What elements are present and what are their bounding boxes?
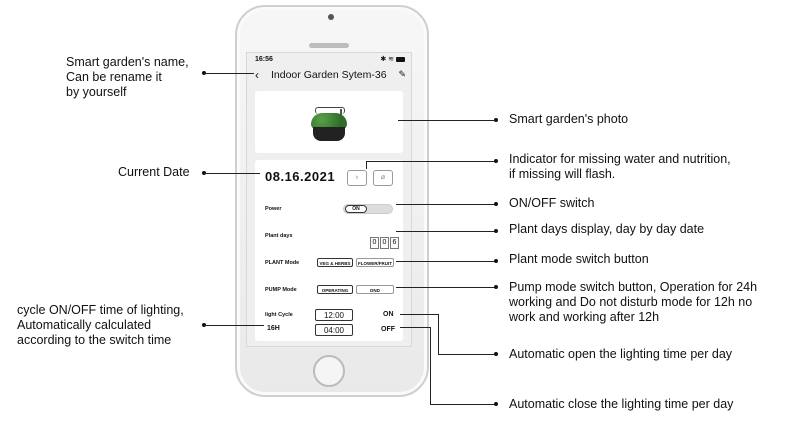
power-toggle[interactable]: ON [343, 204, 393, 214]
home-button[interactable] [313, 355, 345, 387]
battery-icon [396, 56, 405, 62]
callout-garden-name: Smart garden's name, Can be rename it by… [66, 55, 189, 99]
current-date: 08.16.2021 [265, 169, 336, 184]
light-on-time[interactable]: 12:00 [315, 309, 353, 321]
plant-day-digit: 0 [370, 237, 379, 249]
edit-pencil-icon[interactable]: ✎ [398, 69, 406, 79]
wifi-icon: ≋ [388, 56, 395, 63]
power-label: Power [265, 206, 282, 212]
garden-photo [309, 107, 349, 143]
nutrition-icon: ⌀ [373, 170, 393, 186]
pump-mode-operating-button[interactable]: OPERATING [317, 285, 353, 294]
pump-mode-label: PUMP Mode [265, 287, 297, 293]
callout-open-time: Automatic open the lighting time per day [509, 347, 733, 361]
title-bar: ‹ Indoor Garden Sytem-36 ✎ [247, 67, 411, 83]
light-off-time[interactable]: 04:00 [315, 324, 353, 336]
callout-onoff: ON/OFF switch [509, 196, 595, 210]
callout-garden-photo: Smart garden's photo [509, 112, 629, 126]
status-icons: ✱ ≋ [380, 55, 405, 63]
off-label: OFF [381, 326, 395, 333]
water-drop-icon: ♁ [347, 170, 367, 186]
plant-mode-veg-button[interactable]: VEG & HERBS [317, 258, 353, 267]
power-state: ON [345, 205, 367, 213]
speaker-slot [309, 43, 349, 48]
callout-plant-days: Plant days display, day by day date [509, 222, 705, 236]
garden-name-title[interactable]: Indoor Garden Sytem-36 [271, 69, 387, 81]
plant-day-digit: 6 [390, 237, 399, 249]
plant-mode-label: PLANT Mode [265, 260, 300, 266]
plant-days-label: Plant days [265, 233, 293, 239]
callout-plant-mode: Plant mode switch button [509, 252, 649, 266]
garden-photo-card [255, 91, 403, 153]
on-label: ON [383, 311, 394, 318]
callout-indicator: Indicator for missing water and nutritio… [509, 152, 731, 181]
plant-mode-flower-button[interactable]: FLOWER/FRUIT [356, 258, 394, 267]
back-arrow-icon[interactable]: ‹ [255, 68, 259, 82]
plant-day-digit: 0 [380, 237, 389, 249]
camera-dot [328, 14, 334, 20]
light-cycle-label: light Cycle [265, 312, 293, 318]
callout-current-date: Current Date [118, 165, 190, 179]
app-screen: 16:56 ✱ ≋ ‹ Indoor Garden Sytem-36 ✎ 08.… [246, 52, 412, 347]
callout-pump-mode: Pump mode switch button, Operation for 2… [509, 280, 758, 324]
callout-light-cycle: cycle ON/OFF time of lighting, Automatic… [17, 303, 184, 347]
light-hours: 16H [267, 325, 280, 332]
callout-close-time: Automatic close the lighting time per da… [509, 397, 734, 411]
signal-icon: ✱ [380, 56, 387, 63]
status-time: 16:56 [255, 56, 273, 63]
pump-mode-dnd-button[interactable]: DND [356, 285, 394, 294]
